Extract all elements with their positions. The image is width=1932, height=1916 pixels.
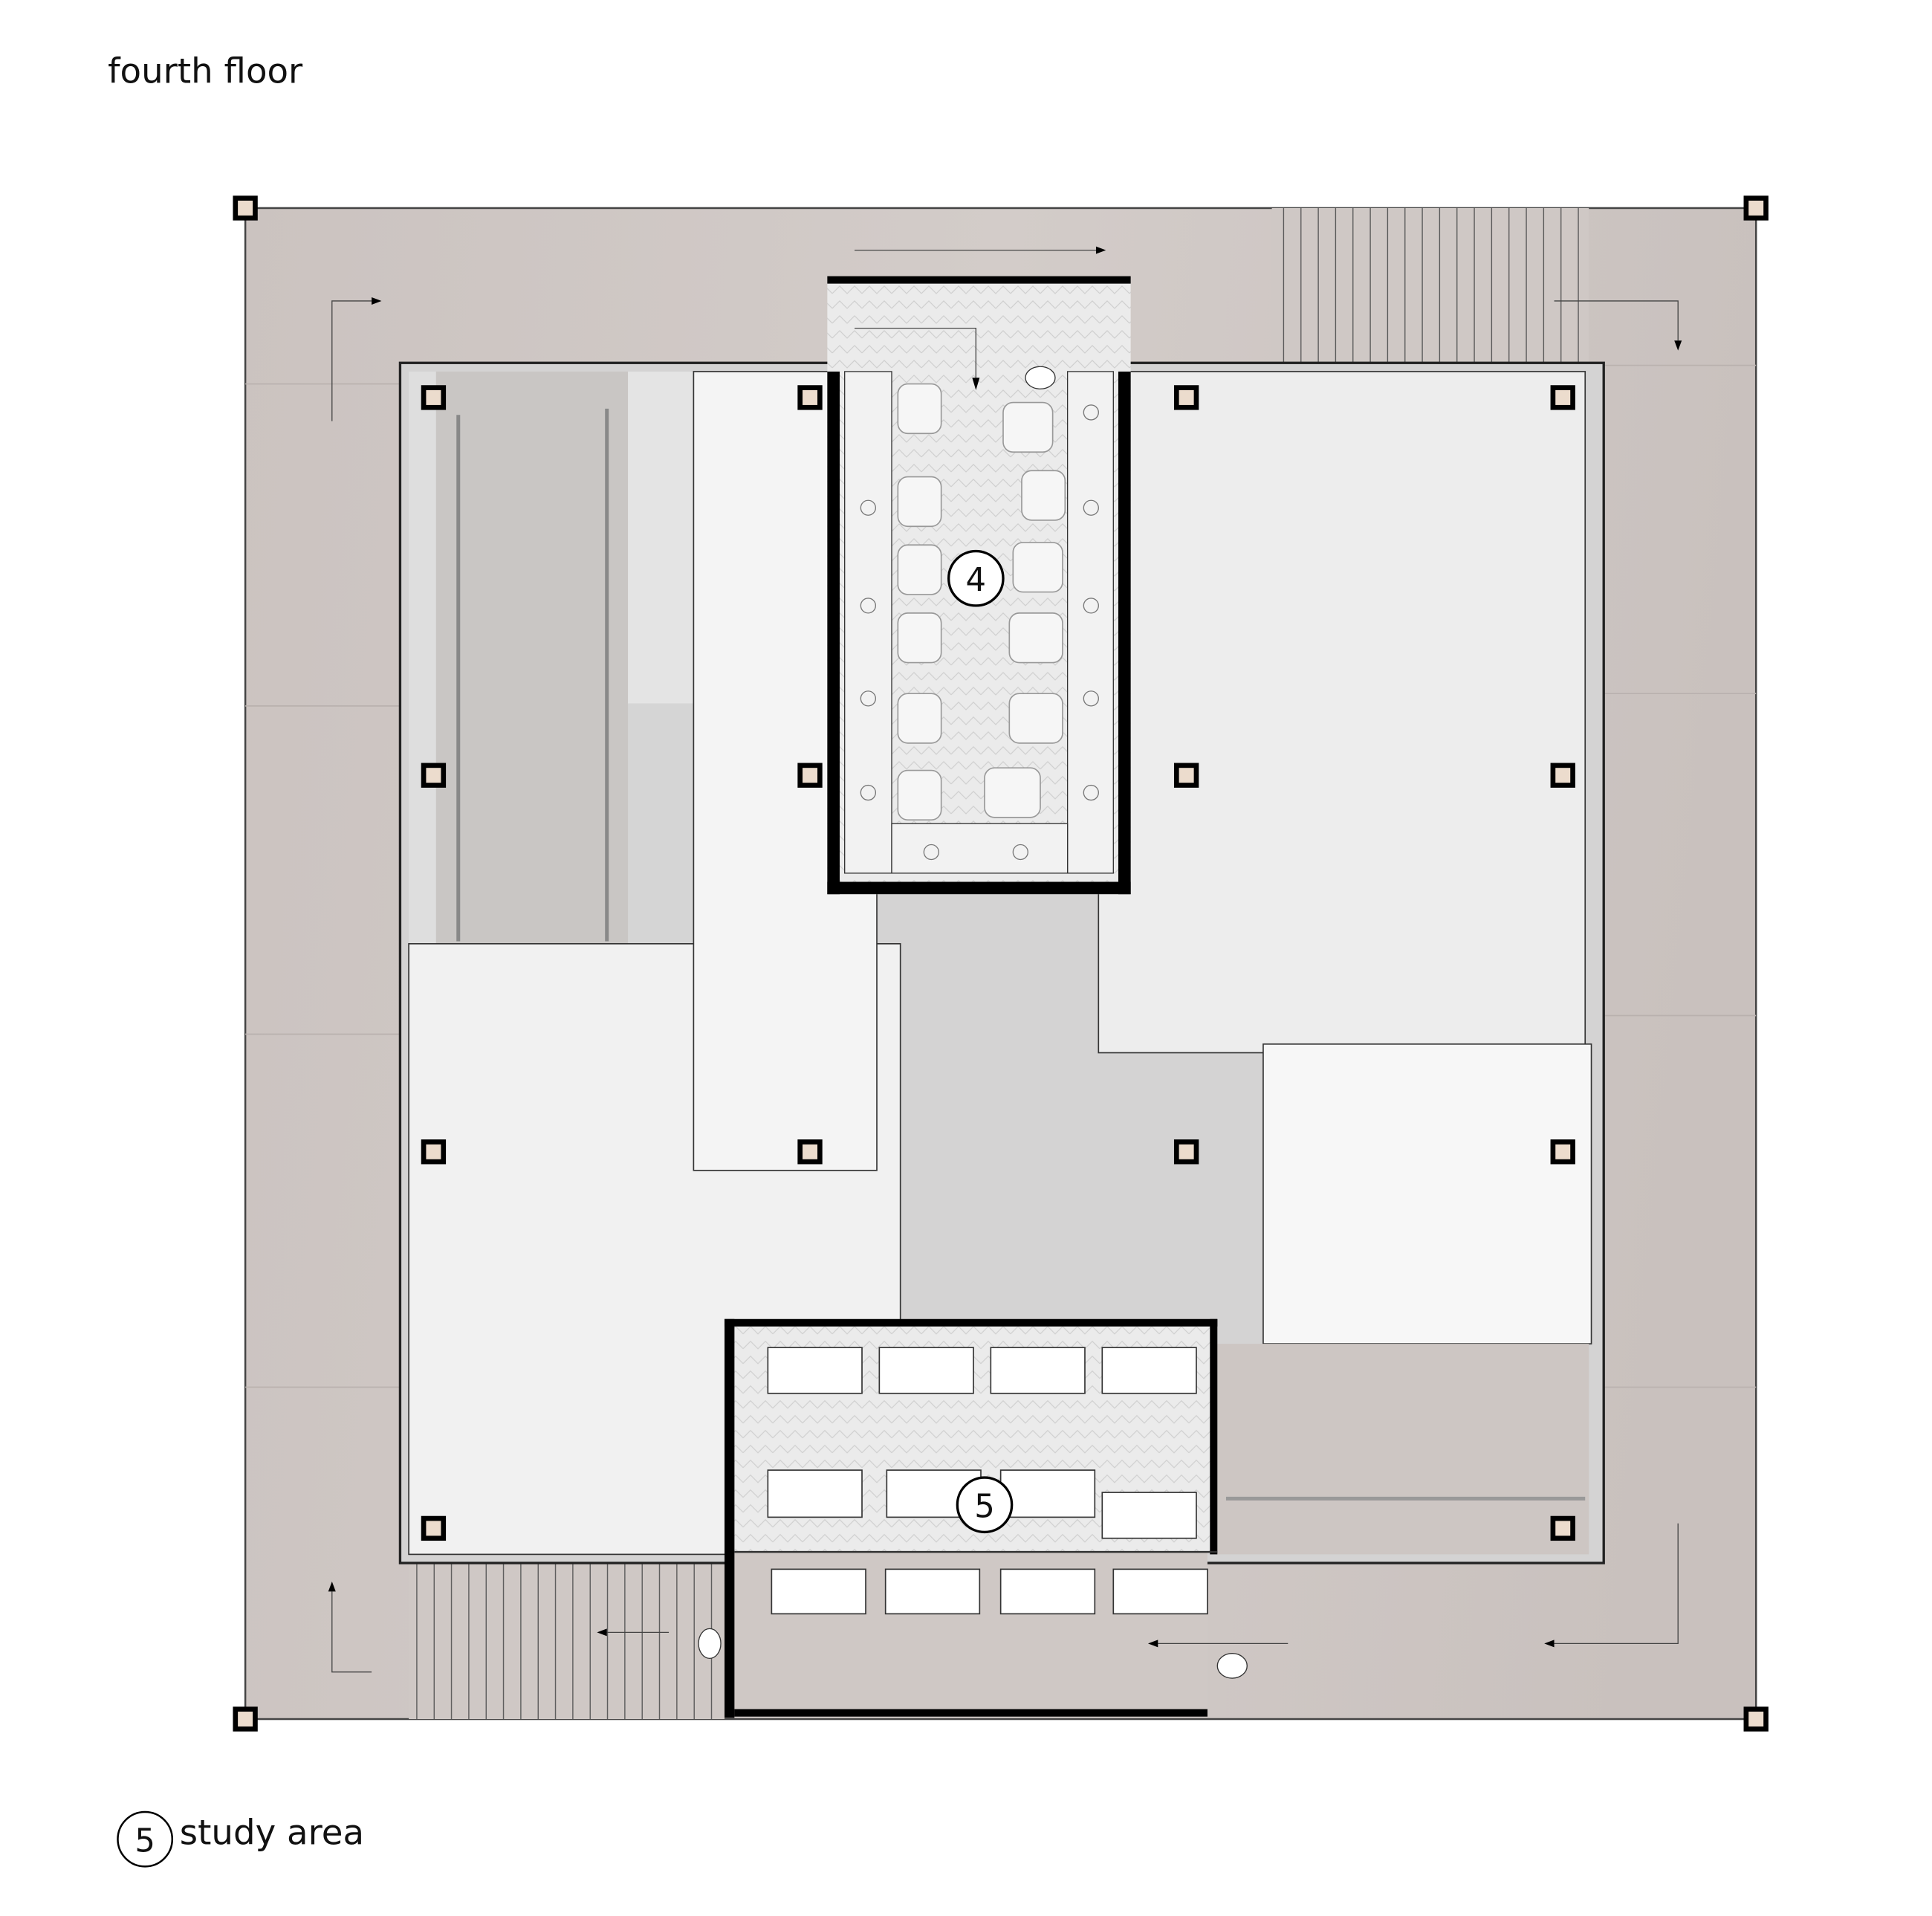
circulation-path [331,249,1679,1673]
room-4-label: 4 [947,549,1005,607]
room-4-meeting [827,276,1131,895]
white-volume-right [1098,371,1586,1054]
stairs-top-right [1271,207,1589,363]
wall-panel [628,703,694,944]
room-5-label: 5 [956,1476,1014,1534]
person-figures [698,366,1248,1679]
svg-text:4: 4 [966,562,987,599]
wall-panel [628,371,694,704]
svg-text:study area: study area [180,1813,364,1853]
svg-text:5: 5 [974,1488,995,1525]
wood-floor-strip [1217,1344,1589,1555]
desks [767,1347,1208,1615]
legend-item-study-area: 5 study area [117,1810,364,1868]
chairs [897,383,1066,821]
svg-text:5: 5 [134,1822,155,1860]
glass-rail-left [409,371,436,944]
recessed-lights [860,404,1099,861]
white-volume-right-lower [1262,1043,1592,1344]
columns [233,195,1769,1732]
stairs-bottom-left [409,1563,725,1720]
arrowheads [328,246,1682,1648]
drawing-title: fourth floor [108,52,303,92]
deck-plank-lines [245,364,1757,1388]
